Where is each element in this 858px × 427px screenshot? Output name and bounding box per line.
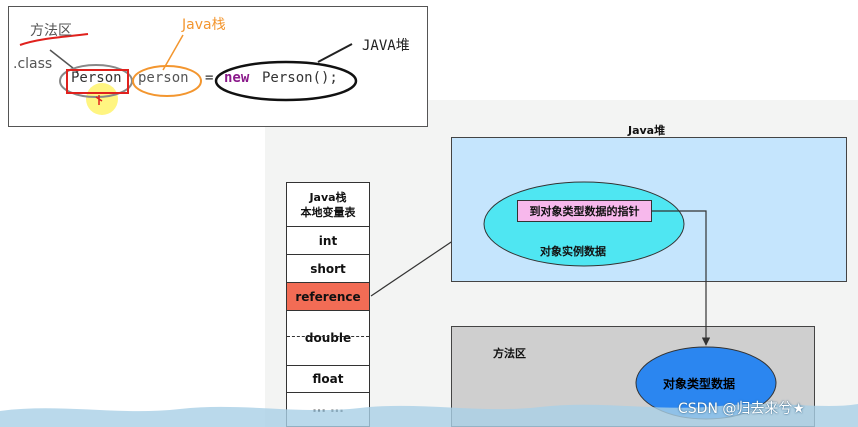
stack-slot-float: float (287, 365, 369, 393)
stack-header: Java栈 本地变量表 (287, 183, 369, 227)
new-person-ellipse (214, 60, 358, 102)
java-stack-note: Java栈 (182, 17, 226, 33)
java-stack-pointer-line (162, 34, 184, 71)
double-slot-divider (287, 336, 369, 337)
java-heap-title: Java堆 (628, 124, 666, 137)
stack-slot-double: double (304, 331, 352, 345)
java-heap-pointer-line (317, 43, 353, 63)
pointer-to-type-arrow (652, 210, 711, 346)
person-var-ellipse (132, 65, 202, 97)
type-pointer-box: 到对象类型数据的指针 (517, 200, 652, 222)
stack-slot-short: short (287, 255, 369, 283)
red-underline-stroke (19, 33, 89, 46)
stack-header-subtitle: 本地变量表 (300, 205, 356, 219)
stack-slot-reference: reference (287, 283, 369, 311)
wave-strip (0, 404, 858, 427)
type-data-label: 对象类型数据 (663, 377, 736, 391)
code-type-token: Person (71, 70, 122, 86)
code-var-token: person (138, 70, 189, 86)
method-area-title: 方法区 (493, 347, 526, 360)
highlighter-mark (86, 83, 118, 115)
person-type-red-box (66, 69, 129, 94)
stack-slot-int: int (287, 227, 369, 255)
class-label: .class (13, 56, 53, 72)
method-area-note: 方法区 (30, 23, 72, 39)
csdn-watermark: CSDN @归去来兮★ (678, 401, 805, 417)
code-new-keyword: new (224, 70, 250, 86)
red-plus-mark (95, 95, 103, 105)
stack-header-title: Java栈 (309, 190, 347, 204)
java-heap-note: JAVA堆 (362, 38, 410, 54)
instance-data-label: 对象实例数据 (540, 245, 606, 258)
code-ctor-token: Person(); (262, 70, 338, 86)
code-eq-token: = (205, 70, 214, 86)
